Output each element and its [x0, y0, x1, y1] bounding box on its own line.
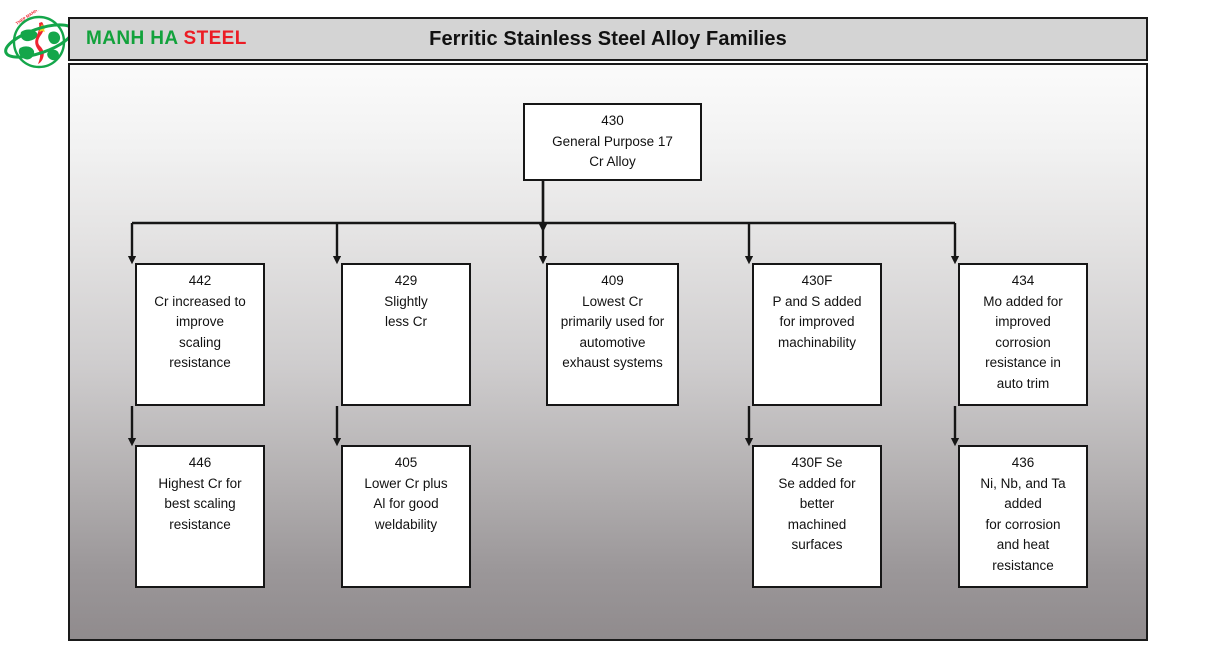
manh-ha-steel-logo-icon: THEP MANH HA: [4, 4, 80, 72]
node-405[interactable]: 405 Lower Cr plus Al for good weldabilit…: [341, 445, 471, 588]
node-442[interactable]: 442 Cr increased to improve scaling resi…: [135, 263, 265, 406]
brand-word-steel: STEEL: [183, 28, 247, 49]
node-430f-desc: P and S added for improved machinability: [772, 293, 862, 350]
node-434-code: 434: [1011, 273, 1035, 288]
node-430f-se[interactable]: 430F Se Se added for better machined sur…: [752, 445, 882, 588]
node-442-desc: Cr increased to improve scaling resistan…: [154, 293, 246, 371]
node-409[interactable]: 409 Lowest Cr primarily used for automot…: [546, 263, 679, 406]
node-430-code: 430: [601, 113, 624, 128]
brand-wordmark: MANH HA STEEL: [86, 28, 247, 50]
node-430f-se-code: 430F Se: [791, 455, 843, 470]
node-429[interactable]: 429 Slightly less Cr: [341, 263, 471, 406]
header-bar: MANH HA STEEL Ferritic Stainless Steel A…: [68, 17, 1148, 61]
node-446-code: 446: [188, 455, 212, 470]
node-409-code: 409: [601, 273, 624, 288]
node-442-code: 442: [188, 273, 212, 288]
node-409-desc: Lowest Cr primarily used for automotive …: [560, 293, 665, 371]
node-436[interactable]: 436 Ni, Nb, and Ta added for corrosion a…: [958, 445, 1088, 588]
node-429-code: 429: [394, 273, 418, 288]
node-436-code: 436: [1011, 455, 1035, 470]
node-446-desc: Highest Cr for best scaling resistance: [158, 475, 242, 532]
node-446[interactable]: 446 Highest Cr for best scaling resistan…: [135, 445, 265, 588]
node-434[interactable]: 434 Mo added for improved corrosion resi…: [958, 263, 1088, 406]
node-434-desc: Mo added for improved corrosion resistan…: [983, 293, 1063, 391]
node-429-desc: Slightly less Cr: [384, 293, 428, 330]
connector-lines: [127, 181, 960, 447]
node-430-desc: General Purpose 17 Cr Alloy: [552, 133, 673, 170]
node-430[interactable]: 430 General Purpose 17 Cr Alloy: [523, 103, 702, 181]
diagram-canvas: 430 General Purpose 17 Cr Alloy 442 Cr i…: [68, 63, 1148, 641]
node-436-desc: Ni, Nb, and Ta added for corrosion and h…: [980, 475, 1066, 573]
node-430f-se-desc: Se added for better machined surfaces: [778, 475, 856, 553]
node-405-code: 405: [394, 455, 418, 470]
node-430f[interactable]: 430F P and S added for improved machinab…: [752, 263, 882, 406]
brand-word-manh-ha: MANH HA: [86, 28, 178, 49]
node-405-desc: Lower Cr plus Al for good weldability: [364, 475, 448, 532]
page-title: Ferritic Stainless Steel Alloy Families: [429, 27, 787, 50]
node-430f-code: 430F: [801, 273, 833, 288]
